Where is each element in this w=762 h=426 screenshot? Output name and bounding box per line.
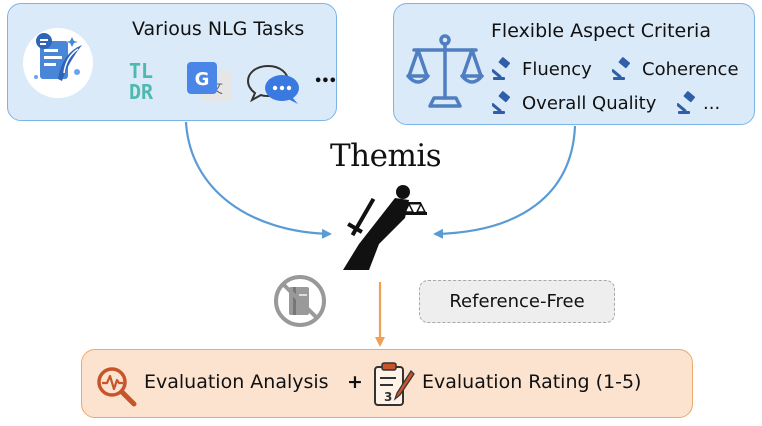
gavel-icon [677, 91, 695, 114]
evaluation-analysis-label: Evaluation Analysis [144, 371, 329, 393]
more-tasks-ellipsis: ••• [314, 74, 337, 89]
criterion-fluency: Fluency [492, 57, 592, 81]
arrow-tasks-to-themis [184, 121, 332, 239]
gavel-icon [612, 57, 630, 80]
search-analysis-icon [97, 367, 137, 407]
criterion-label: ... [703, 92, 721, 114]
criterion-more: ... [677, 91, 720, 115]
arrow-criteria-to-themis [433, 125, 577, 239]
tasks-panel: Various NLG Tasks TL DR 文 G ••• [7, 3, 337, 121]
gavel-icon [492, 91, 510, 114]
criteria-title: Flexible Aspect Criteria [491, 20, 711, 42]
feather-document-icon [23, 28, 93, 98]
criteria-panel: Flexible Aspect Criteria Fluency Coheren… [393, 3, 755, 125]
themis-title: Themis [330, 138, 442, 174]
svg-text:3: 3 [384, 390, 392, 404]
criterion-coherence: Coherence [612, 57, 739, 81]
google-translate-icon: 文 G [187, 62, 231, 102]
criterion-label: Overall Quality [522, 92, 657, 114]
chat-bubble-icon [246, 64, 299, 104]
tldr-bottom: DR [129, 80, 154, 104]
tldr-top: TL [129, 59, 154, 83]
rating-clipboard-icon: 3 [374, 362, 415, 406]
criterion-overall-quality: Overall Quality [492, 91, 656, 115]
reference-free-label: Reference-Free [449, 291, 585, 312]
evaluation-rating-label: Evaluation Rating (1-5) [422, 371, 642, 393]
criterion-label: Fluency [522, 58, 592, 80]
evaluation-output-box: Evaluation Analysis + 3 Evaluation Ratin… [81, 349, 693, 418]
svg-text:G: G [195, 69, 210, 90]
no-reference-book-icon [274, 275, 326, 327]
tasks-title: Various NLG Tasks [132, 18, 305, 40]
scales-icon [406, 34, 484, 108]
reference-free-badge: Reference-Free [419, 280, 615, 323]
criterion-label: Coherence [642, 58, 739, 80]
tldr-icon: TL DR [129, 61, 169, 105]
themis-justice-icon [343, 185, 427, 270]
gavel-icon [492, 57, 510, 80]
plus-sign: + [347, 371, 363, 393]
